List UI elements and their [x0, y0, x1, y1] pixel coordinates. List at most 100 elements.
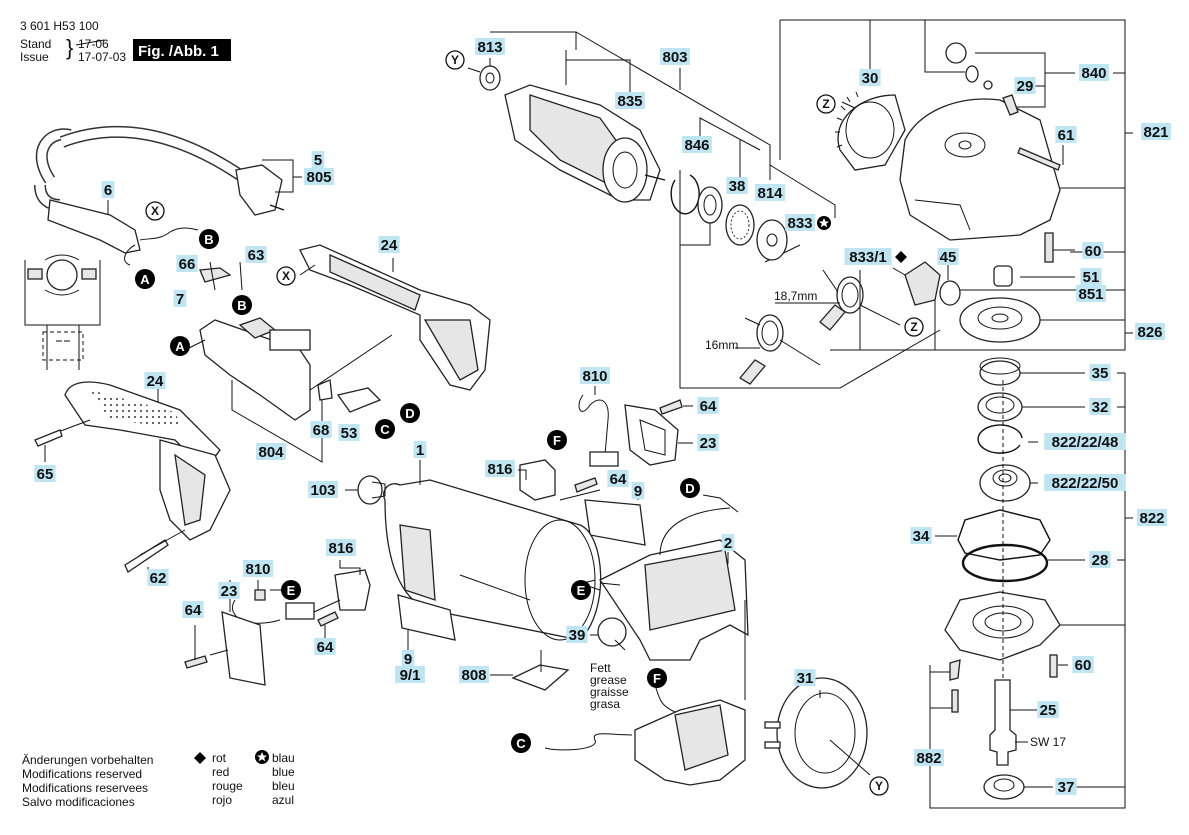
label-background — [607, 470, 629, 487]
part-label-821: 821 — [1141, 123, 1171, 141]
connector-letter: C — [380, 422, 390, 437]
motor-housing — [345, 460, 627, 691]
part-label-7: 7 — [173, 290, 187, 308]
part-number-text: 840 — [1081, 65, 1106, 82]
connector-circle — [571, 580, 591, 600]
connector-e: E — [281, 580, 301, 600]
footer: Änderungen vorbehalten Modifications res… — [22, 750, 295, 809]
reference-letter: Y — [451, 53, 459, 67]
part-number-text: 803 — [662, 49, 687, 66]
label-background — [697, 434, 719, 451]
part-number-text: 816 — [328, 540, 353, 557]
strain-relief — [47, 199, 141, 254]
label-background — [485, 460, 515, 477]
part-number-text: 23 — [221, 583, 238, 600]
cover-23 — [624, 404, 679, 466]
header: 3 601 H53 100 Stand Issue } 17-06 17-07-… — [20, 19, 231, 64]
part-label-66: 66 — [176, 255, 198, 273]
figure-badge — [133, 39, 231, 61]
label-background — [859, 69, 881, 86]
end-shield — [764, 677, 871, 789]
label-background — [326, 539, 356, 556]
label-background — [755, 184, 785, 201]
note-es: Salvo modificaciones — [22, 795, 135, 809]
part-label-32: 32 — [1089, 398, 1111, 416]
connector-circle — [232, 295, 252, 315]
part-label-64: 64 — [314, 638, 336, 656]
label-background — [1076, 285, 1106, 302]
part-label-805: 805 — [304, 168, 334, 186]
star-circle-icon — [255, 750, 269, 764]
part-label-68: 68 — [310, 421, 332, 439]
label-background — [243, 560, 273, 577]
part-number-text: 66 — [179, 256, 196, 273]
part-number-text: 25 — [1040, 702, 1057, 719]
connector-d: D — [400, 403, 420, 423]
part-number-text: 30 — [862, 70, 879, 87]
part-number-text: 822 — [1139, 510, 1164, 527]
issue-date: 17-07-03 — [78, 50, 126, 64]
spindle-stack — [929, 357, 1133, 809]
note-fr: Modifications reservees — [22, 781, 148, 795]
label-background — [1055, 778, 1077, 795]
connector-c: C — [375, 419, 395, 439]
diamond-icon — [194, 752, 206, 764]
label-background — [182, 601, 204, 618]
strike-through — [75, 39, 105, 46]
part-label-29: 29 — [1014, 77, 1036, 95]
part-label-30: 30 — [859, 69, 881, 87]
part-number-text: 2 — [724, 535, 732, 552]
part-number-text: 9 — [404, 651, 412, 668]
part-label-65: 65 — [34, 465, 56, 483]
connector-letter: D — [685, 481, 694, 496]
connector-letter: A — [175, 339, 185, 354]
part-label-51: 51 — [1080, 268, 1102, 286]
part-number-text: 64 — [317, 639, 334, 656]
part-label-882: 882 — [914, 749, 944, 767]
part-number-text: 37 — [1058, 779, 1075, 796]
part-label-63: 63 — [245, 246, 267, 264]
reference-circle — [816, 94, 836, 114]
reference-z: Z — [816, 94, 836, 114]
top-handle — [299, 244, 491, 391]
part-number-text: 32 — [1092, 399, 1109, 416]
stand-label: Stand — [20, 37, 51, 51]
label-background — [1037, 701, 1059, 718]
diamond-icon — [895, 251, 907, 263]
part-number-text: 103 — [310, 482, 335, 499]
bearing-813 — [479, 65, 501, 91]
reference-circle — [904, 317, 924, 337]
part-label-835: 835 — [615, 92, 645, 110]
part-number: 3 601 H53 100 — [20, 19, 99, 33]
label-background — [459, 666, 489, 683]
label-background — [1014, 77, 1036, 94]
label-background — [395, 666, 425, 683]
wiring-schematic — [24, 254, 101, 370]
switch-assembly — [184, 261, 393, 463]
connector-circle — [281, 580, 301, 600]
connector-letter: E — [287, 583, 296, 598]
brush-holder-816 — [519, 459, 556, 501]
legend-red-en: red — [212, 765, 229, 779]
connector-f: F — [647, 668, 667, 688]
part-number-text: 805 — [306, 169, 331, 186]
grease-note-fr: graisse — [590, 685, 629, 699]
legend-blue-fr: bleu — [272, 779, 295, 793]
part-label-2: 2 — [721, 534, 735, 552]
part-label-35: 35 — [1089, 364, 1111, 382]
part-label-5: 5 — [311, 151, 325, 169]
part-number-text: 822/22/48 — [1052, 434, 1119, 451]
part-number-text: 6 — [104, 182, 112, 199]
connector-circle — [170, 336, 190, 356]
part-label-23: 23 — [697, 434, 719, 452]
reference-x: X — [145, 201, 165, 221]
bearing-stack — [670, 174, 901, 385]
label-background — [580, 367, 610, 384]
part-label-24: 24 — [144, 372, 166, 390]
reference-letter: X — [282, 269, 290, 283]
part-label-64: 64 — [182, 601, 204, 619]
part-label-9: 9 — [631, 482, 645, 500]
part-label-39: 39 — [566, 626, 588, 644]
side-handle — [34, 381, 231, 578]
part-label-34: 34 — [910, 527, 932, 545]
